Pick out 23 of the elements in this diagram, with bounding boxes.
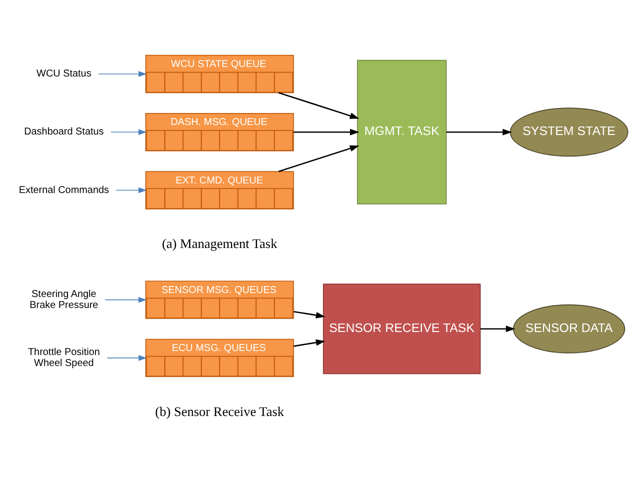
label: (a) Management Task xyxy=(162,236,278,252)
node-box: MGMT. TASK xyxy=(357,60,447,204)
arrow xyxy=(294,310,326,318)
node-text: Steering Angle Brake Pressure xyxy=(30,289,98,311)
arrow xyxy=(294,128,360,136)
arrow xyxy=(446,128,512,136)
node-text: Dashboard Status xyxy=(24,126,104,138)
arrow xyxy=(278,92,360,119)
node-text: Throttle Position Wheel Speed xyxy=(28,347,100,369)
node-text: External Commands xyxy=(18,184,110,196)
node-ellipse: SENSOR DATA xyxy=(512,304,626,354)
arrow xyxy=(278,145,360,172)
arrow xyxy=(106,355,147,361)
arrow xyxy=(104,296,147,303)
arrow xyxy=(115,187,147,194)
label: (b) Sensor Receive Task xyxy=(155,404,284,419)
node-box: SENSOR RECEIVE TASK xyxy=(322,284,481,374)
arrow xyxy=(110,129,147,136)
arrow xyxy=(98,71,147,77)
node-ellipse: SYSTEM STATE xyxy=(510,108,628,157)
node-text: WCU Status xyxy=(36,68,92,80)
arrow xyxy=(480,326,516,332)
arrow xyxy=(294,339,326,347)
